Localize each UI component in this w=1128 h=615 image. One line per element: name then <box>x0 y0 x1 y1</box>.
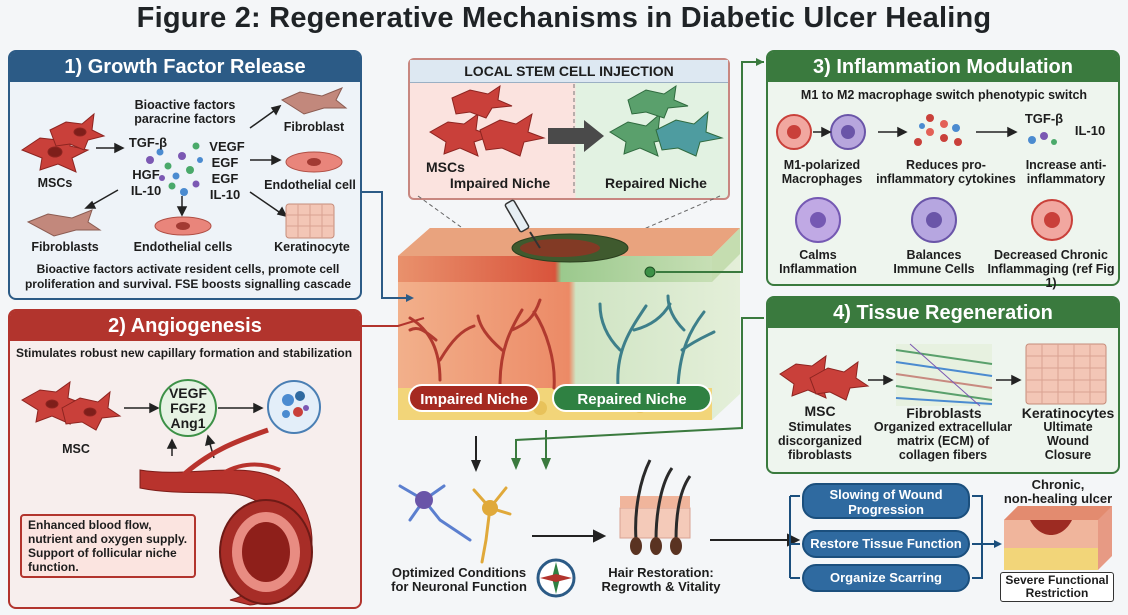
reduces-cytokines-label: Reduces pro- inflammatory cytokines <box>876 158 1016 186</box>
chronic-ulcer-icon <box>1004 506 1112 570</box>
keratinocyte-label: Keratinocyte <box>274 240 350 254</box>
factor-vegf: VEGF <box>209 139 245 154</box>
panel-4-keratinocytes-label: Keratinocytes <box>1021 405 1115 421</box>
neuron-icon <box>398 484 512 564</box>
factor-ang1: Ang1 <box>170 415 206 431</box>
factor-tgf-beta: TGF-β <box>128 135 168 150</box>
m1-macrophages-label: M1-polarized Macrophages <box>781 158 863 186</box>
panel-2-subtitle: Stimulates robust new capillary formatio… <box>16 346 353 360</box>
pill-organize-scarring: Organize Scarring <box>802 564 970 592</box>
factor-hgf: HGF <box>132 167 160 182</box>
panel-1-caption: Bioactive factors activate resident cell… <box>24 262 352 291</box>
panel-3-title: 3) Inflammation Modulation <box>768 52 1118 82</box>
factor-il10-right: IL-10 <box>209 187 241 202</box>
stem-cell-injection-title: LOCAL STEM CELL INJECTION <box>410 60 728 83</box>
fibroblast-label: Fibroblast <box>283 120 345 134</box>
panel-4-title: 4) Tissue Regeneration <box>768 298 1118 328</box>
repaired-niche-pill: Repaired Niche <box>552 384 712 412</box>
impaired-niche-pill: Impaired Niche <box>408 384 540 412</box>
neuronal-function-label: Optimized Conditions for Neuronal Functi… <box>391 565 527 594</box>
fibroblasts-label: Fibroblasts <box>31 240 99 254</box>
pill-restore-tissue-function: Restore Tissue Function <box>802 530 970 558</box>
figure-title: Figure 2: Regenerative Mechanisms in Dia… <box>136 2 992 34</box>
balances-immune-cells-label: Balances Immune Cells <box>893 248 975 276</box>
hair-restoration-label: Hair Restoration: Regrowth & Vitality <box>601 565 721 594</box>
panel-4-fibroblasts-label: Fibroblasts <box>906 405 982 421</box>
chronic-ulcer-title: Chronic, non-healing ulcer <box>1003 477 1113 506</box>
tgf-beta-label: TGF-β <box>1024 111 1064 126</box>
endothelial-cells-label: Endothelial cells <box>133 240 233 254</box>
panel-inflammation-modulation: 3) Inflammation Modulation <box>766 50 1120 286</box>
panel-2-title: 2) Angiogenesis <box>10 311 360 341</box>
center-msc-label: MSCs <box>426 159 465 175</box>
panel-4-msc-desc: Stimulates discorganized fibroblasts <box>777 420 863 462</box>
repaired-vessels-icon <box>598 294 716 388</box>
pill-slowing-wound-progression: Slowing of Wound Progression <box>802 483 970 519</box>
il10-label: IL-10 <box>1074 123 1106 138</box>
compass-icon <box>536 558 576 598</box>
factor-fgf2: FGF2 <box>170 400 206 416</box>
panel-4-keratinocytes-desc: Ultimate Wound Closure <box>1043 420 1093 462</box>
msc-label: MSCs <box>37 176 73 190</box>
increase-anti-inflammatory-label: Increase anti- inflammatory <box>1025 158 1107 186</box>
factor-egf-1: EGF <box>211 155 239 170</box>
panel-2-caption: Enhanced blood flow, nutrient and oxygen… <box>20 514 196 578</box>
hair-follicle-icon <box>619 459 692 555</box>
msc-label-2: MSC <box>62 442 90 456</box>
factor-vegf-2: VEGF <box>168 385 208 401</box>
factor-il10-left: IL-10 <box>130 183 162 198</box>
endothelial-cell-label: Endothelial cell <box>264 178 356 192</box>
calms-inflammation-label: Calms Inflammation <box>779 248 857 276</box>
bioactive-factors-label: Bioactive factors paracrine factors <box>134 98 236 126</box>
severe-restriction-caption: Severe Functional Restriction <box>1000 572 1114 602</box>
panel-1-title: 1) Growth Factor Release <box>10 52 360 82</box>
panel-3-subtitle: M1 to M2 macrophage switch phenotypic sw… <box>800 88 1088 102</box>
factor-egf-2: EGF <box>211 171 239 186</box>
panel-4-fibroblasts-desc: Organized extracellular matrix (ECM) of … <box>873 420 1013 462</box>
decreased-inflammaging-label: Decreased Chronic Inflammaging (ref Fig … <box>987 248 1115 290</box>
center-repaired-niche-top: Repaired Niche <box>605 175 707 191</box>
panel-4-msc-label: MSC <box>804 403 836 419</box>
center-impaired-niche-top: Impaired Niche <box>449 175 551 191</box>
impaired-vessels-icon <box>408 298 556 390</box>
syringe-icon <box>504 199 541 249</box>
